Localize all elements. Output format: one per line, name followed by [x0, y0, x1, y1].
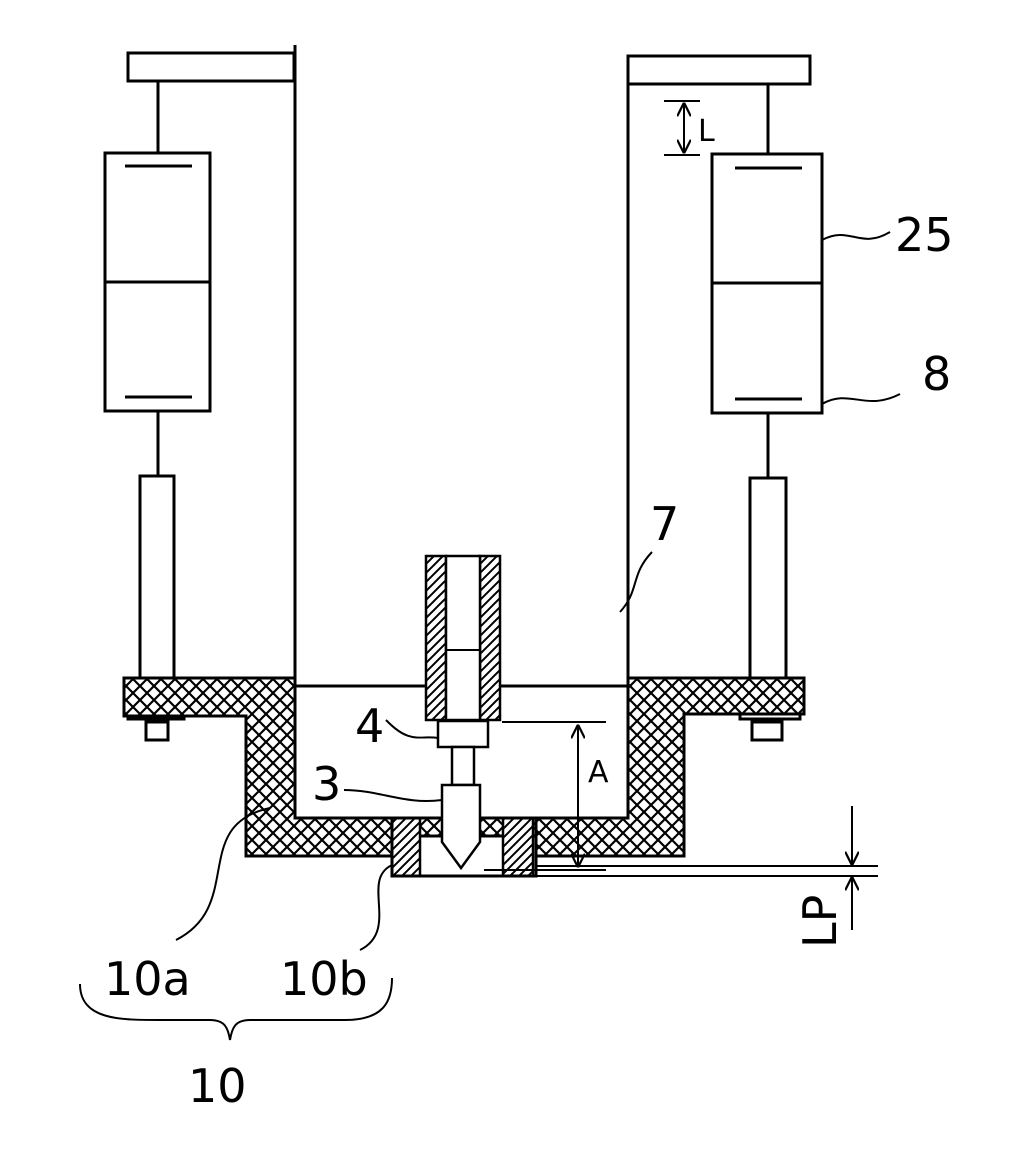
dimension-l: L: [664, 101, 715, 155]
right-actuator: [712, 84, 822, 740]
lp-dim-label: LP: [793, 895, 847, 948]
label-4: 4: [355, 699, 384, 753]
left-actuator: [105, 81, 210, 740]
label-10b: 10b: [280, 952, 368, 1006]
right-wall: [628, 56, 810, 680]
label-10: 10: [188, 1059, 247, 1113]
a-dim-label: A: [588, 755, 609, 790]
label-25: 25: [895, 208, 954, 262]
l-dim-label: L: [698, 114, 715, 149]
label-7: 7: [650, 497, 679, 551]
label-8: 8: [922, 347, 951, 401]
central-sleeve: [426, 556, 500, 747]
label-3: 3: [312, 757, 341, 811]
label-10a: 10a: [104, 952, 191, 1006]
